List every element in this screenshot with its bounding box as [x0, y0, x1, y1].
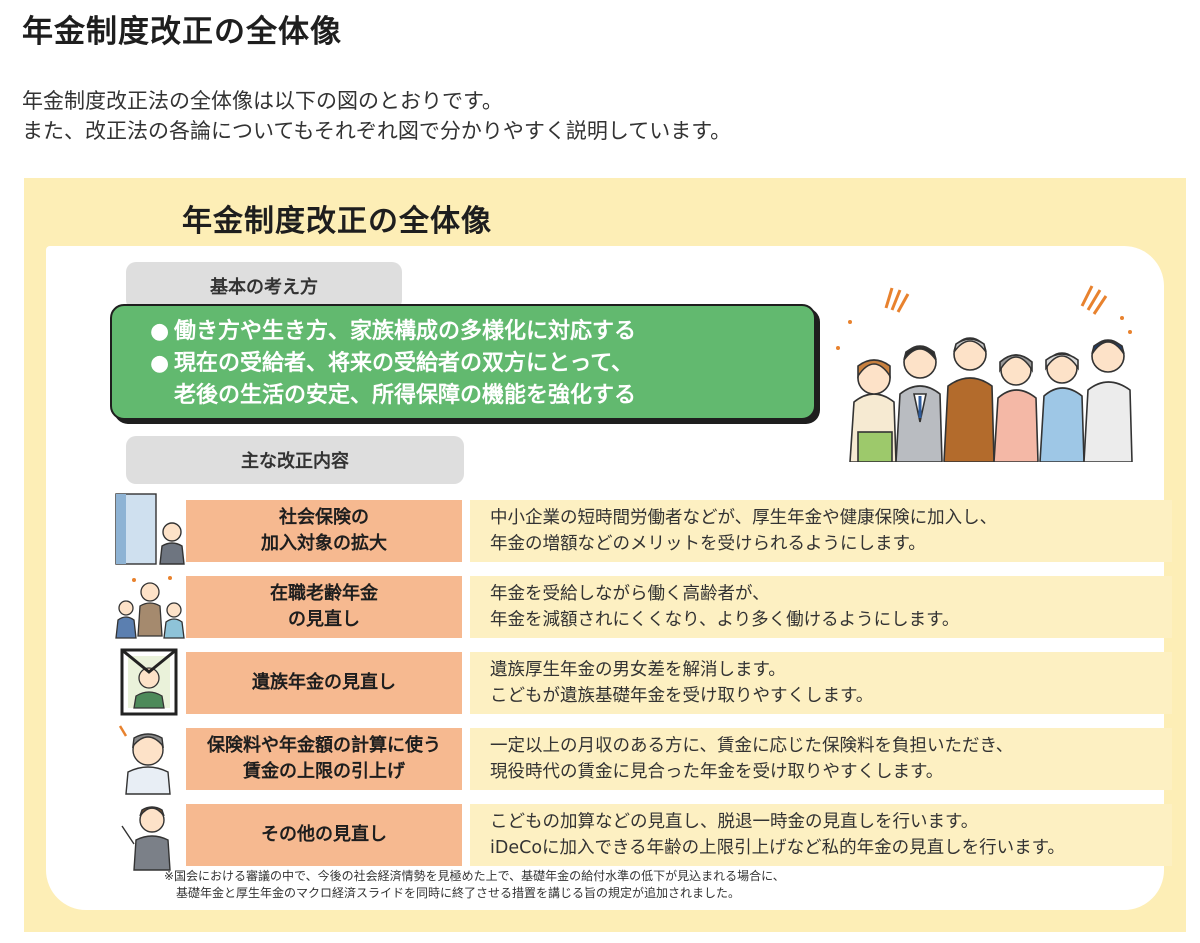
office-worker-icon	[115, 493, 185, 565]
reform-category: 遺族年金の見直し	[186, 652, 462, 714]
diverse-people-illustration	[836, 285, 1133, 462]
description-line: 年金を受給しながら働く高齢者が、	[490, 584, 770, 604]
elderly-workers-icon	[115, 576, 185, 639]
reform-description: 年金を受給しながら働く高齢者が、 年金を減額されにくくなり、より多く働けるように…	[470, 576, 1172, 638]
intro-line-2: また、改正法の各論についてもそれぞれ図で分かりやすく説明しています。	[22, 119, 732, 143]
description-line: 一定以上の月収のある方に、賃金に応じた保険料を負担いただき、	[490, 736, 1014, 756]
footnote-line-1: ※国会における審議の中で、今後の社会経済情勢を見極めた上で、基礎年金の給付水準の…	[164, 869, 785, 883]
description-line: 年金の増額などのメリットを受けられるようにします。	[490, 534, 926, 554]
page-heading: 年金制度改正の全体像	[22, 14, 342, 50]
reform-item: 社会保険の加入対象の拡大 中小企業の短時間労働者などが、厚生年金や健康保険に加入…	[115, 493, 1172, 565]
basic-point-text: 現在の受給者、将来の受給者の双方にとって、	[174, 351, 634, 376]
reform-item: 遺族年金の見直し 遺族厚生年金の男女差を解消します。 こどもが遺族基礎年金を受け…	[120, 648, 1172, 716]
footnote-line-2: 基礎年金と厚生年金のマクロ経済スライドを同時に終了させる措置を講じる旨の規定が追…	[176, 886, 741, 900]
memorial-portrait-icon	[120, 648, 178, 716]
category-line: 社会保険の	[279, 507, 369, 528]
figure-title: 年金制度改正の全体像	[182, 204, 492, 239]
main-changes-label: 主な改正内容	[126, 436, 464, 484]
basic-point-2: ●現在の受給者、将来の受給者の双方にとって、	[150, 348, 814, 380]
reform-category: その他の見直し	[186, 804, 462, 866]
reform-item: 在職老齢年金の見直し 年金を受給しながら働く高齢者が、 年金を減額されにくくなり…	[115, 576, 1172, 639]
thinking-man-icon	[118, 725, 171, 795]
category-line: 賃金の上限の引上げ	[243, 761, 405, 782]
basic-concept-label: 基本の考え方	[126, 262, 402, 310]
description-line: こどもの加算などの見直し、脱退一時金の見直しを行います。	[490, 812, 979, 832]
category-line: 保険料や年金額の計算に使う	[207, 735, 441, 756]
intro-text: 年金制度改正法の全体像は以下の図のとおりです。 また、改正法の各論についてもそれ…	[22, 86, 731, 146]
reform-description: 一定以上の月収のある方に、賃金に応じた保険料を負担いただき、 現役時代の賃金に見…	[470, 728, 1172, 790]
reform-description: こどもの加算などの見直し、脱退一時金の見直しを行います。 iDeCoに加入できる…	[470, 804, 1172, 866]
basic-concept-box: ●働き方や生き方、家族構成の多様化に対応する ●現在の受給者、将来の受給者の双方…	[110, 304, 816, 420]
reform-category: 在職老齢年金の見直し	[186, 576, 462, 638]
reform-description: 中小企業の短時間労働者などが、厚生年金や健康保険に加入し、 年金の増額などのメリ…	[470, 500, 1172, 562]
category-line: 加入対象の拡大	[261, 533, 387, 554]
category-line: 遺族年金の見直し	[252, 672, 396, 693]
description-line: 中小企業の短時間労働者などが、厚生年金や健康保険に加入し、	[490, 508, 998, 528]
pointing-man-icon	[121, 806, 171, 871]
figure-title-tab: 年金制度改正の全体像	[24, 178, 694, 246]
reform-category: 保険料や年金額の計算に使う賃金の上限の引上げ	[186, 728, 462, 790]
reform-description: 遺族厚生年金の男女差を解消します。 こどもが遺族基礎年金を受け取りやすくします。	[470, 652, 1172, 714]
basic-point-1: ●働き方や生き方、家族構成の多様化に対応する	[150, 316, 814, 348]
description-line: こどもが遺族基礎年金を受け取りやすくします。	[490, 686, 874, 706]
reform-item: 保険料や年金額の計算に使う賃金の上限の引上げ 一定以上の月収のある方に、賃金に応…	[118, 725, 1172, 795]
bullet-icon: ●	[150, 351, 170, 376]
category-line: その他の見直し	[261, 824, 387, 845]
description-line: 年金を減額されにくくなり、より多く働けるようにします。	[490, 610, 960, 630]
description-line: iDeCoに加入できる年齢の上限引上げなど私的年金の見直しを行います。	[490, 838, 1065, 858]
basic-point-2-continued: 老後の生活の安定、所得保障の機能を強化する	[174, 383, 637, 408]
footnote: ※国会における審議の中で、今後の社会経済情勢を見極めた上で、基礎年金の給付水準の…	[164, 868, 785, 902]
description-line: 現役時代の賃金に見合った年金を受け取りやすくします。	[490, 762, 944, 782]
intro-line-1: 年金制度改正法の全体像は以下の図のとおりです。	[22, 89, 503, 113]
infographic-frame: 年金制度改正の全体像 基本の考え方 ●働き方や生き方、家族構成の多様化に対応する…	[24, 178, 1186, 932]
category-line: の見直し	[288, 609, 360, 630]
infographic-panel: 基本の考え方 ●働き方や生き方、家族構成の多様化に対応する ●現在の受給者、将来…	[46, 246, 1172, 910]
basic-point-text: 働き方や生き方、家族構成の多様化に対応する	[174, 319, 637, 344]
reform-item: その他の見直し こどもの加算などの見直し、脱退一時金の見直しを行います。 iDe…	[121, 804, 1172, 871]
category-line: 在職老齢年金	[270, 583, 378, 604]
bullet-icon: ●	[150, 319, 170, 344]
reform-category: 社会保険の加入対象の拡大	[186, 500, 462, 562]
description-line: 遺族厚生年金の男女差を解消します。	[490, 660, 786, 680]
